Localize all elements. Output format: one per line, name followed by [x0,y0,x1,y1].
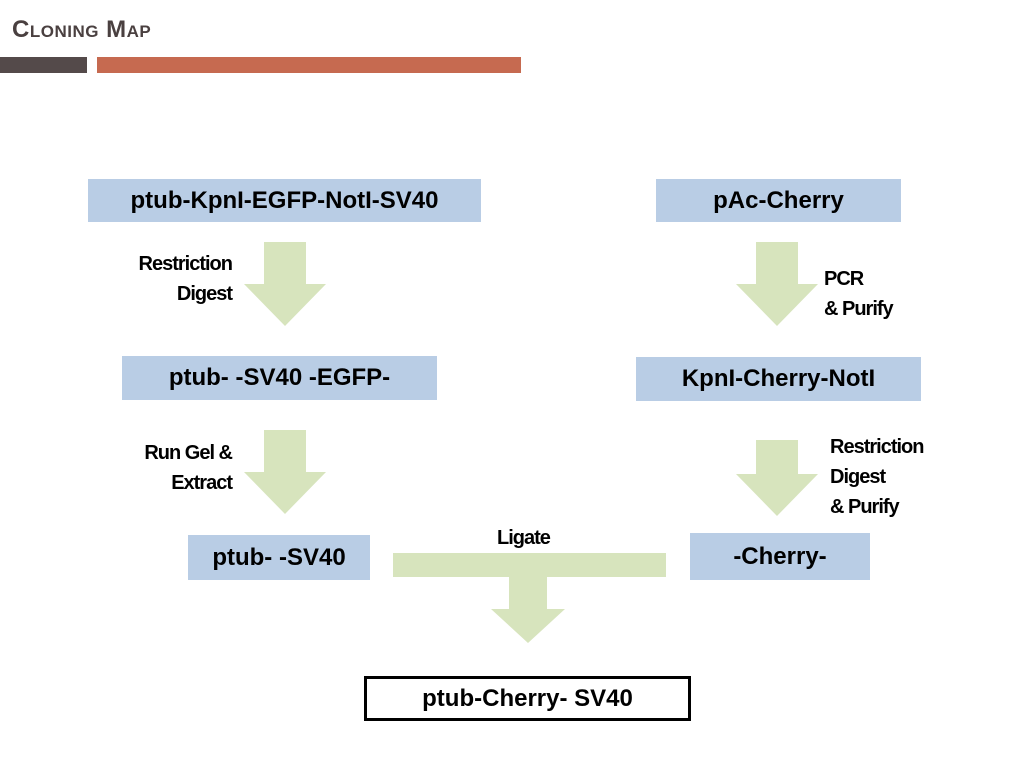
step-ligate: Ligate [497,527,551,549]
arrow-ligate-down [491,577,565,643]
arrow-left-2 [244,430,326,514]
step-restriction-digest-purify: Restriction Digest & Purify [830,436,924,518]
step-pcr-purify: PCR & Purify [824,268,894,320]
box-kpni-cherry-noti: KpnI-Cherry-NotI [636,357,921,401]
box-ptub-sv40: ptub- -SV40 [188,535,370,580]
slide-title: Cloning Map [12,16,152,43]
box-ptub-cherry-sv40-final: ptub-Cherry- SV40 [364,676,691,721]
title-underline-accent [97,57,521,73]
ligate-bar [393,553,666,577]
arrow-right-2 [736,440,818,516]
title-underline-dark [0,57,87,73]
box-pac-cherry: pAc-Cherry [656,179,901,222]
box-ptub-kpni-egfp-noti-sv40: ptub-KpnI-EGFP-NotI-SV40 [88,179,481,222]
step-run-gel-extract: Run Gel & Extract [144,442,233,494]
box-cherry: -Cherry- [690,533,870,580]
step-restriction-digest: Restriction Digest [138,253,233,305]
arrow-left-1 [244,242,326,326]
box-ptub-sv40-egfp: ptub- -SV40 -EGFP- [122,356,437,400]
arrow-right-1 [736,242,818,326]
